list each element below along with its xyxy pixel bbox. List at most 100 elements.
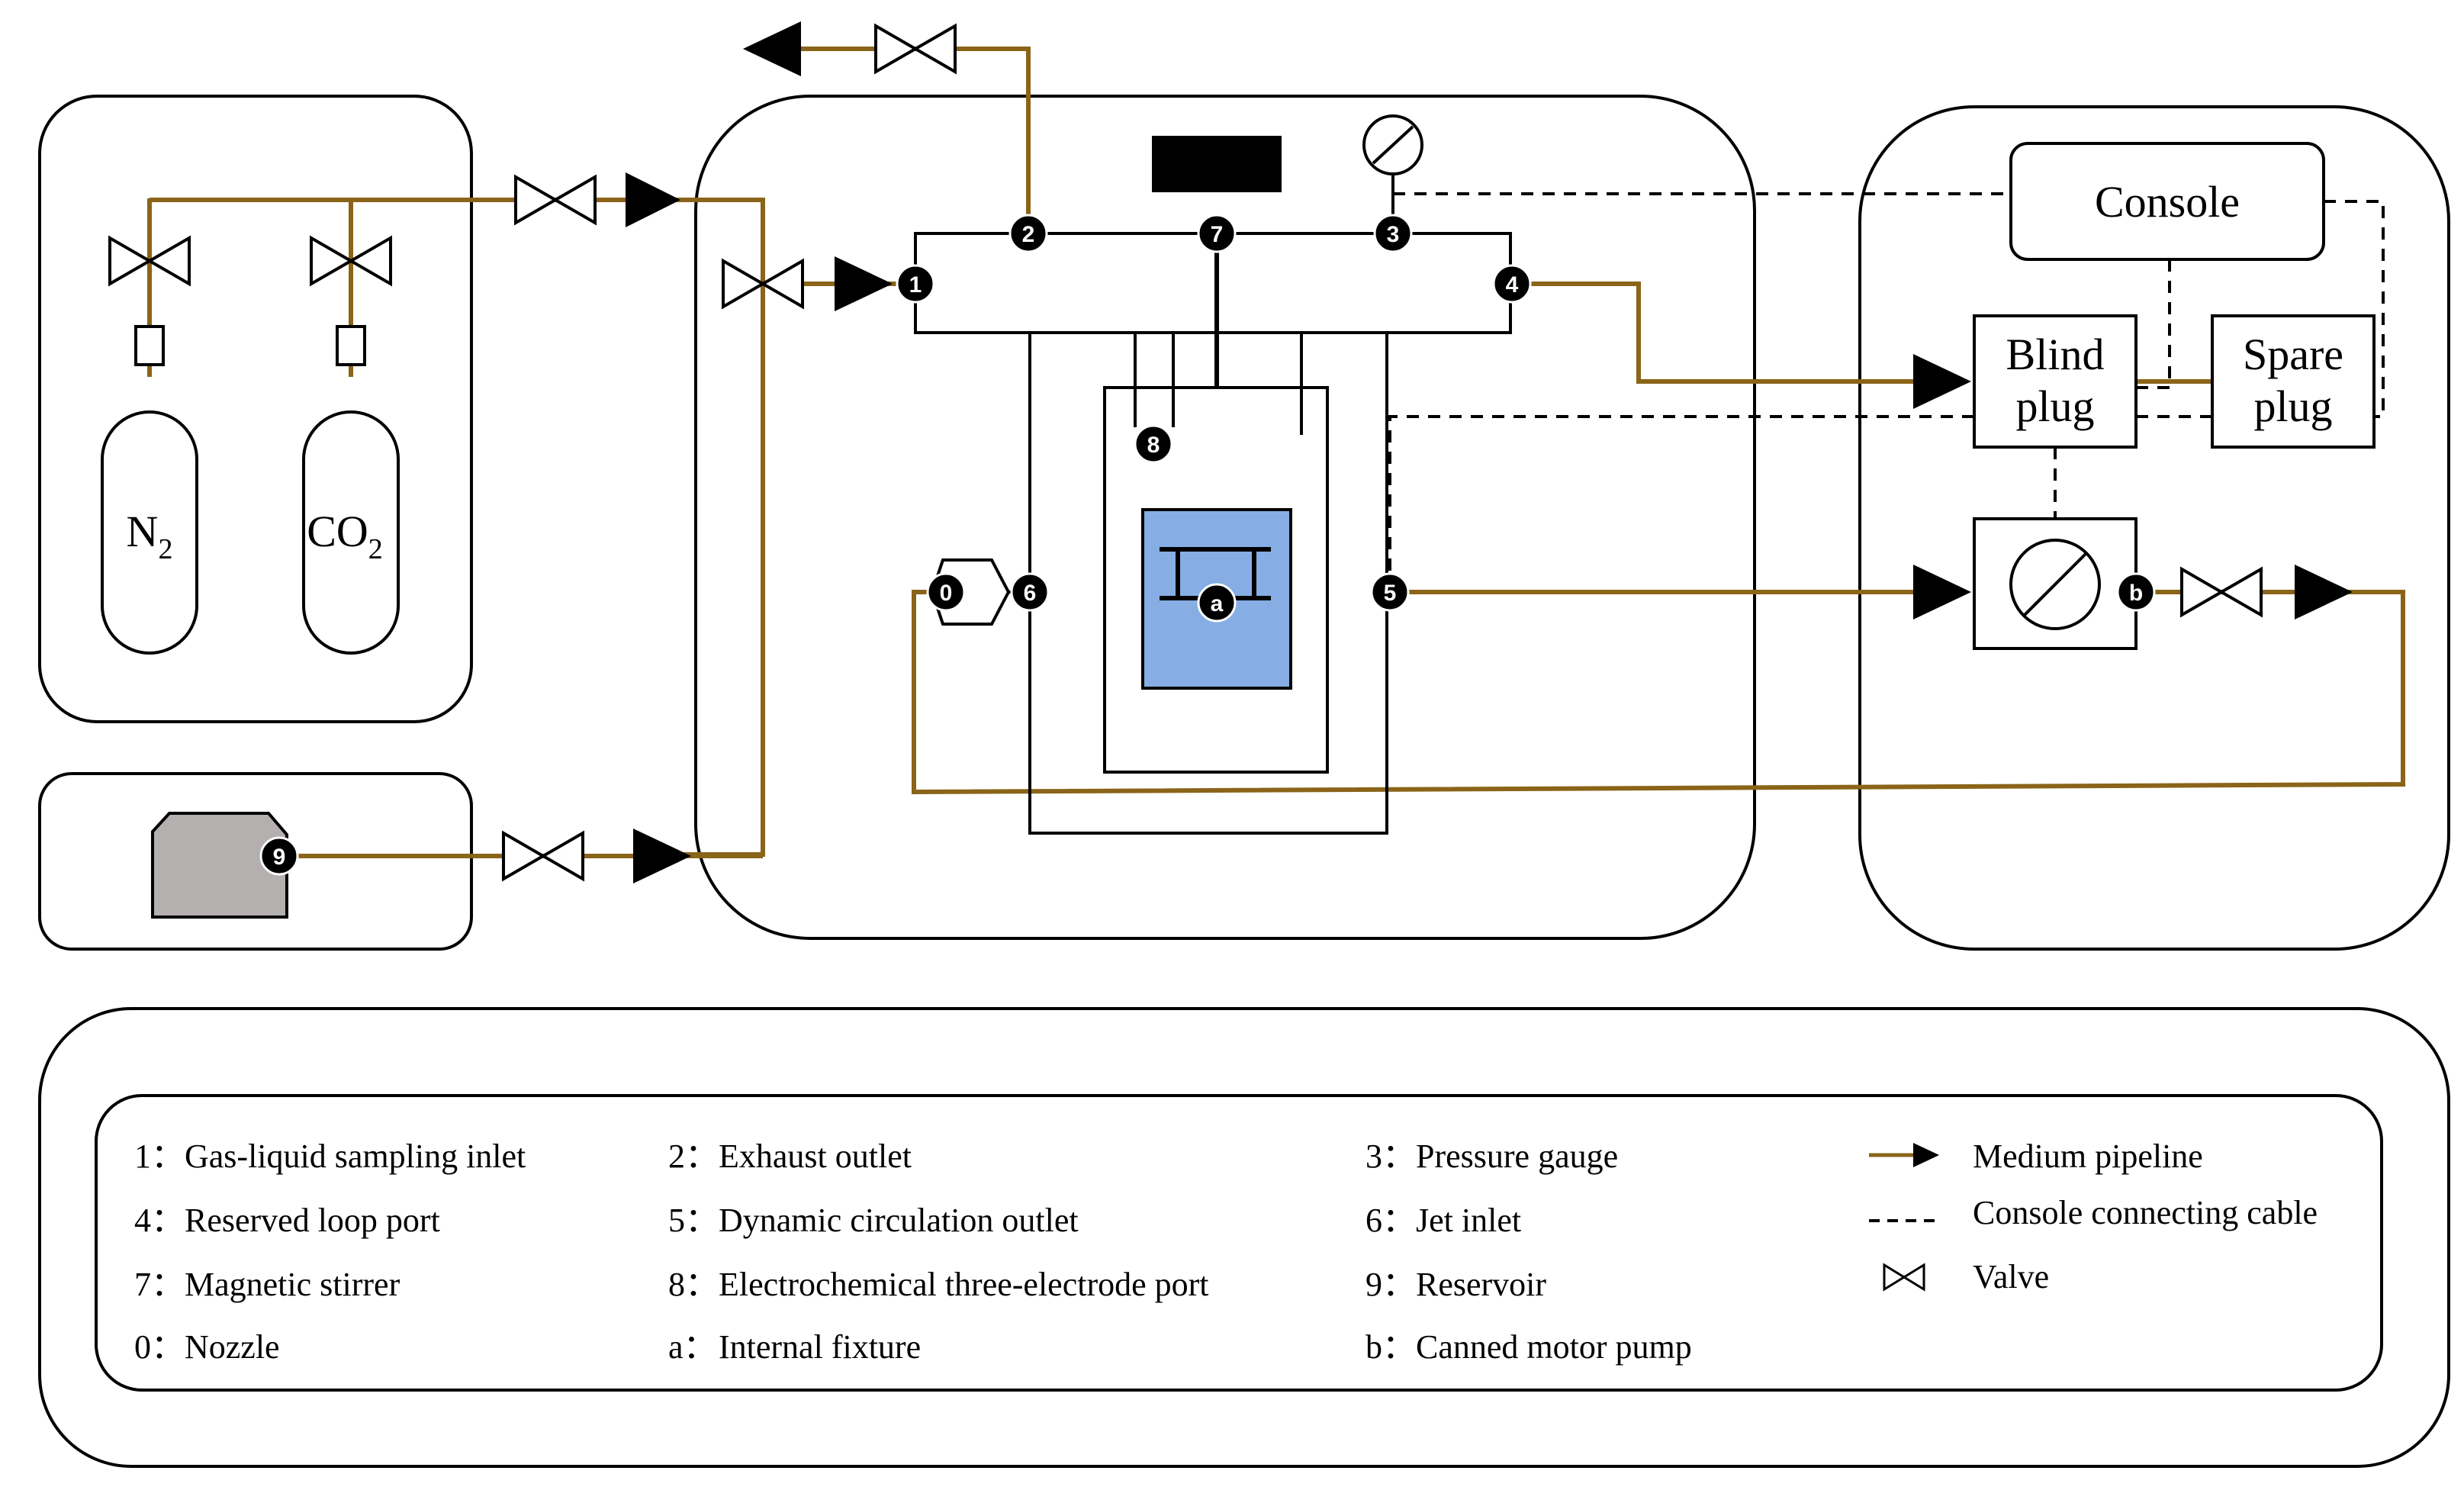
exhaust-arrow-icon: [743, 21, 801, 76]
gas-cylinder-panel: [38, 95, 473, 723]
legend-cable-label: Console connecting cable: [1973, 1194, 2318, 1231]
port-badge-a: a: [1197, 583, 1237, 623]
port-badge-label: 2: [1022, 222, 1035, 247]
pump-outlet-valve-icon[interactable]: [2180, 566, 2263, 618]
gas-header-valve-icon[interactable]: [514, 174, 597, 226]
legend-pipeline-arrow-icon: [1913, 1143, 1939, 1167]
legend-item: 8：Electrochemical three-electrode port: [668, 1266, 1209, 1303]
port-badge-9: 9: [259, 836, 299, 876]
port-badge-8: 8: [1134, 424, 1173, 464]
legend-item-text: Dynamic circulation outlet: [719, 1202, 1079, 1239]
port-badge-2: 2: [1008, 214, 1048, 253]
port-badge-label: a: [1211, 591, 1224, 616]
svg-text:N2: N2: [127, 507, 173, 565]
legend-item: b：Canned motor pump: [1365, 1328, 1692, 1366]
legend-item: 9：Reservoir: [1365, 1266, 1546, 1303]
cable-console-blind: [2136, 259, 2171, 389]
legend-item-text: Magnetic stirrer: [185, 1266, 400, 1303]
port-badge-7: 7: [1197, 214, 1237, 253]
port-badge-0: 0: [926, 572, 966, 612]
n2-subscript: 2: [158, 533, 172, 565]
legend-item-text: Canned motor pump: [1416, 1328, 1692, 1366]
co2-subscript: 2: [368, 533, 383, 565]
reactor-panel: [694, 95, 1756, 940]
legend-item-key: 8：: [668, 1266, 719, 1303]
pump-outlet-arrow-icon: [2295, 565, 2353, 619]
legend-item: 3：Pressure gauge: [1365, 1138, 1618, 1175]
reservoir-arrow-icon: [633, 829, 691, 883]
port-badges: 1 2 7 3 4 8 0 6 5 a 9 b: [259, 214, 2156, 876]
reservoir-valve-icon[interactable]: [502, 830, 584, 882]
blind-plug-line1: Blind: [2006, 330, 2105, 379]
legend-item-key: a：: [668, 1328, 717, 1366]
legend-symbols: Medium pipeline Console connecting cable…: [1869, 1138, 2318, 1295]
legend-item: 4：Reserved loop port: [134, 1202, 440, 1239]
gas-main-pipe: [150, 198, 765, 857]
spare-plug-line1: Spare: [2243, 330, 2343, 379]
port-badge-4: 4: [1492, 264, 1532, 304]
legend-item: 5：Dynamic circulation outlet: [668, 1202, 1079, 1239]
legend-item-text: Electrochemical three-electrode port: [719, 1266, 1209, 1303]
legend-item-text: Reserved loop port: [185, 1202, 440, 1239]
reservoir-tank: [151, 812, 288, 919]
blind-plug-arrow-icon: [1913, 354, 1971, 409]
port-badge-label: 8: [1147, 433, 1160, 458]
port-badge-3: 3: [1373, 214, 1413, 253]
port-badge-label: 9: [273, 845, 286, 870]
legend-item: 1：Gas-liquid sampling inlet: [134, 1138, 526, 1175]
legend-item: 0：Nozzle: [134, 1328, 280, 1366]
co2-cylinder: CO2: [302, 325, 400, 655]
blind-plug-line2: plug: [2015, 381, 2094, 431]
legend-inner-panel: [95, 1094, 2383, 1392]
port-badge-label: 6: [1024, 581, 1037, 606]
n2-valve-icon[interactable]: [108, 235, 191, 287]
legend-item-text: Reservoir: [1416, 1266, 1546, 1303]
legend-item: 2：Exhaust outlet: [668, 1138, 912, 1175]
console-box: [2009, 142, 2325, 261]
legend-item-text: Nozzle: [185, 1328, 280, 1366]
legend-item-text: Jet inlet: [1416, 1202, 1521, 1239]
port-badge-label: 1: [909, 272, 922, 298]
co2-valve-icon[interactable]: [310, 235, 392, 287]
svg-text:CO2: CO2: [307, 507, 383, 565]
exhaust-pipe: [793, 47, 1031, 233]
inlet-arrow-icon: [835, 256, 893, 311]
loop-port-pipe: [1512, 282, 1944, 384]
legend-item-text: Pressure gauge: [1416, 1138, 1618, 1175]
legend-item-key: 4：: [134, 1202, 185, 1239]
legend-item-text: Internal fixture: [719, 1328, 921, 1366]
magnetic-stirrer-motor: [1152, 136, 1282, 192]
reservoir-panel: [38, 772, 473, 951]
legend-item: a：Internal fixture: [668, 1328, 921, 1366]
n2-cylinder: N2: [101, 325, 198, 655]
pump-arrow-icon: [1913, 565, 1971, 619]
port-badge-5: 5: [1370, 572, 1410, 612]
port-badge-b: b: [2116, 572, 2156, 612]
inlet-valve-icon[interactable]: [722, 258, 804, 310]
legend-pipeline-label: Medium pipeline: [1973, 1138, 2203, 1175]
port-badge-label: 7: [1211, 222, 1224, 247]
port-badge-label: b: [2129, 581, 2143, 606]
legend-item-text: Exhaust outlet: [719, 1138, 912, 1175]
legend-item-key: 7：: [134, 1266, 185, 1303]
legend-item-key: 0：: [134, 1328, 185, 1366]
pressure-gauge-needle: [1372, 125, 1414, 165]
n2-label: N: [127, 507, 159, 556]
console-label: Console: [2095, 177, 2240, 227]
legend-outer-panel: [38, 1007, 2450, 1468]
legend: 1：Gas-liquid sampling inlet 2：Exhaust out…: [134, 1138, 1692, 1366]
port-badge-label: 4: [1506, 272, 1519, 298]
legend-item-key: 6：: [1365, 1202, 1416, 1239]
co2-label: CO: [307, 507, 368, 556]
control-panel: [1858, 105, 2450, 951]
gas-header-arrow-icon: [626, 172, 680, 227]
return-pipe: [912, 590, 2405, 795]
cable-console-right: [2258, 200, 2385, 418]
port-badge-label: 3: [1387, 222, 1400, 247]
legend-item-key: 2：: [668, 1138, 719, 1175]
legend-item-key: 3：: [1365, 1138, 1416, 1175]
spare-plug-box: [2211, 314, 2376, 449]
exhaust-valve-icon[interactable]: [874, 23, 957, 75]
legend-item-key: 9：: [1365, 1266, 1416, 1303]
